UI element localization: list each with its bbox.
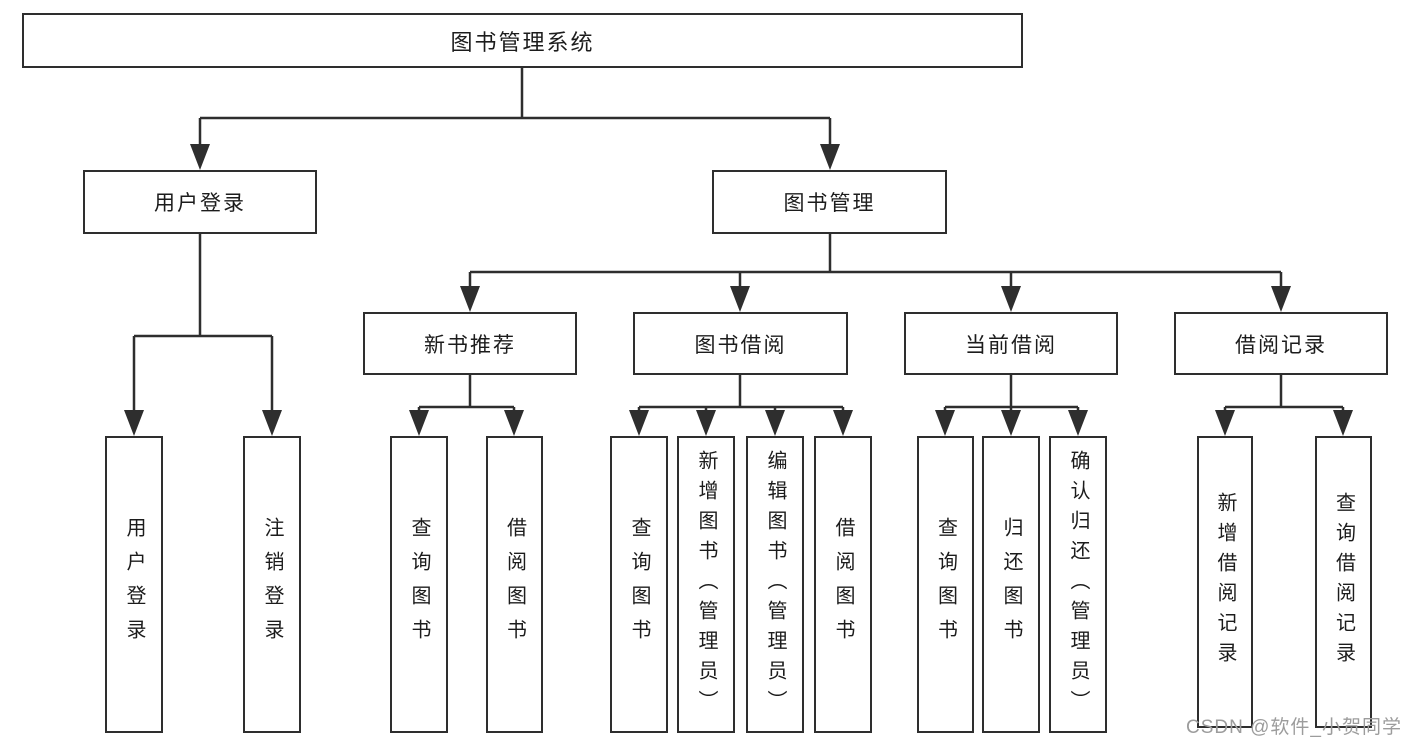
watermark: CSDN @软件_小贺同学 [1186,717,1402,738]
leaf-add-book-admin: 新增图书（管理员） [677,436,735,733]
leaf-add-borrow-record: 新增借阅记录 [1197,436,1253,728]
node-user-login-label: 用户登录 [154,192,246,215]
leaf-query-books-borrow-label: 查询图书 [628,516,650,653]
node-new-book-recommend: 新书推荐 [363,312,577,375]
leaf-return-book: 归还图书 [982,436,1040,733]
node-borrowing-records: 借阅记录 [1174,312,1388,375]
leaf-borrow-books-recommend: 借阅图书 [486,436,543,733]
leaf-edit-book-admin: 编辑图书（管理员） [746,436,804,733]
node-current-borrowing-label: 当前借阅 [965,333,1057,357]
leaf-query-books-current: 查询图书 [917,436,974,733]
leaf-logout: 注销登录 [243,436,301,733]
leaf-borrow-books-label: 借阅图书 [832,516,854,653]
leaf-user-login-label: 用户登录 [123,516,145,653]
leaf-logout-label: 注销登录 [261,516,283,653]
node-book-borrowing-label: 图书借阅 [694,333,787,357]
leaf-user-login: 用户登录 [105,436,163,733]
leaf-query-books-borrow: 查询图书 [610,436,668,733]
node-root-system: 图书管理系统 [22,13,1023,68]
leaf-confirm-return-admin: 确认归还（管理员） [1049,436,1107,733]
leaf-query-borrow-record: 查询借阅记录 [1315,436,1372,728]
node-book-management-label: 图书管理 [783,192,876,215]
leaf-add-book-admin-label: 新增图书（管理员） [695,449,717,720]
leaf-borrow-books: 借阅图书 [814,436,872,733]
node-new-book-recommend-label: 新书推荐 [424,333,516,357]
node-user-login: 用户登录 [83,170,317,234]
leaf-confirm-return-admin-label: 确认归还（管理员） [1067,449,1089,720]
node-current-borrowing: 当前借阅 [904,312,1118,375]
leaf-return-book-label: 归还图书 [1000,516,1022,653]
leaf-query-books-recommend-label: 查询图书 [408,516,430,653]
leaf-edit-book-admin-label: 编辑图书（管理员） [764,449,786,720]
node-borrowing-records-label: 借阅记录 [1235,333,1327,357]
node-book-borrowing: 图书借阅 [633,312,848,375]
leaf-query-books-recommend: 查询图书 [390,436,448,733]
node-root-label: 图书管理系统 [450,29,595,55]
leaf-query-borrow-record-label: 查询借阅记录 [1332,492,1355,672]
leaf-query-books-current-label: 查询图书 [934,516,957,653]
leaf-borrow-books-recommend-label: 借阅图书 [503,516,526,653]
leaf-add-borrow-record-label: 新增借阅记录 [1214,492,1236,672]
node-book-management: 图书管理 [712,170,947,234]
